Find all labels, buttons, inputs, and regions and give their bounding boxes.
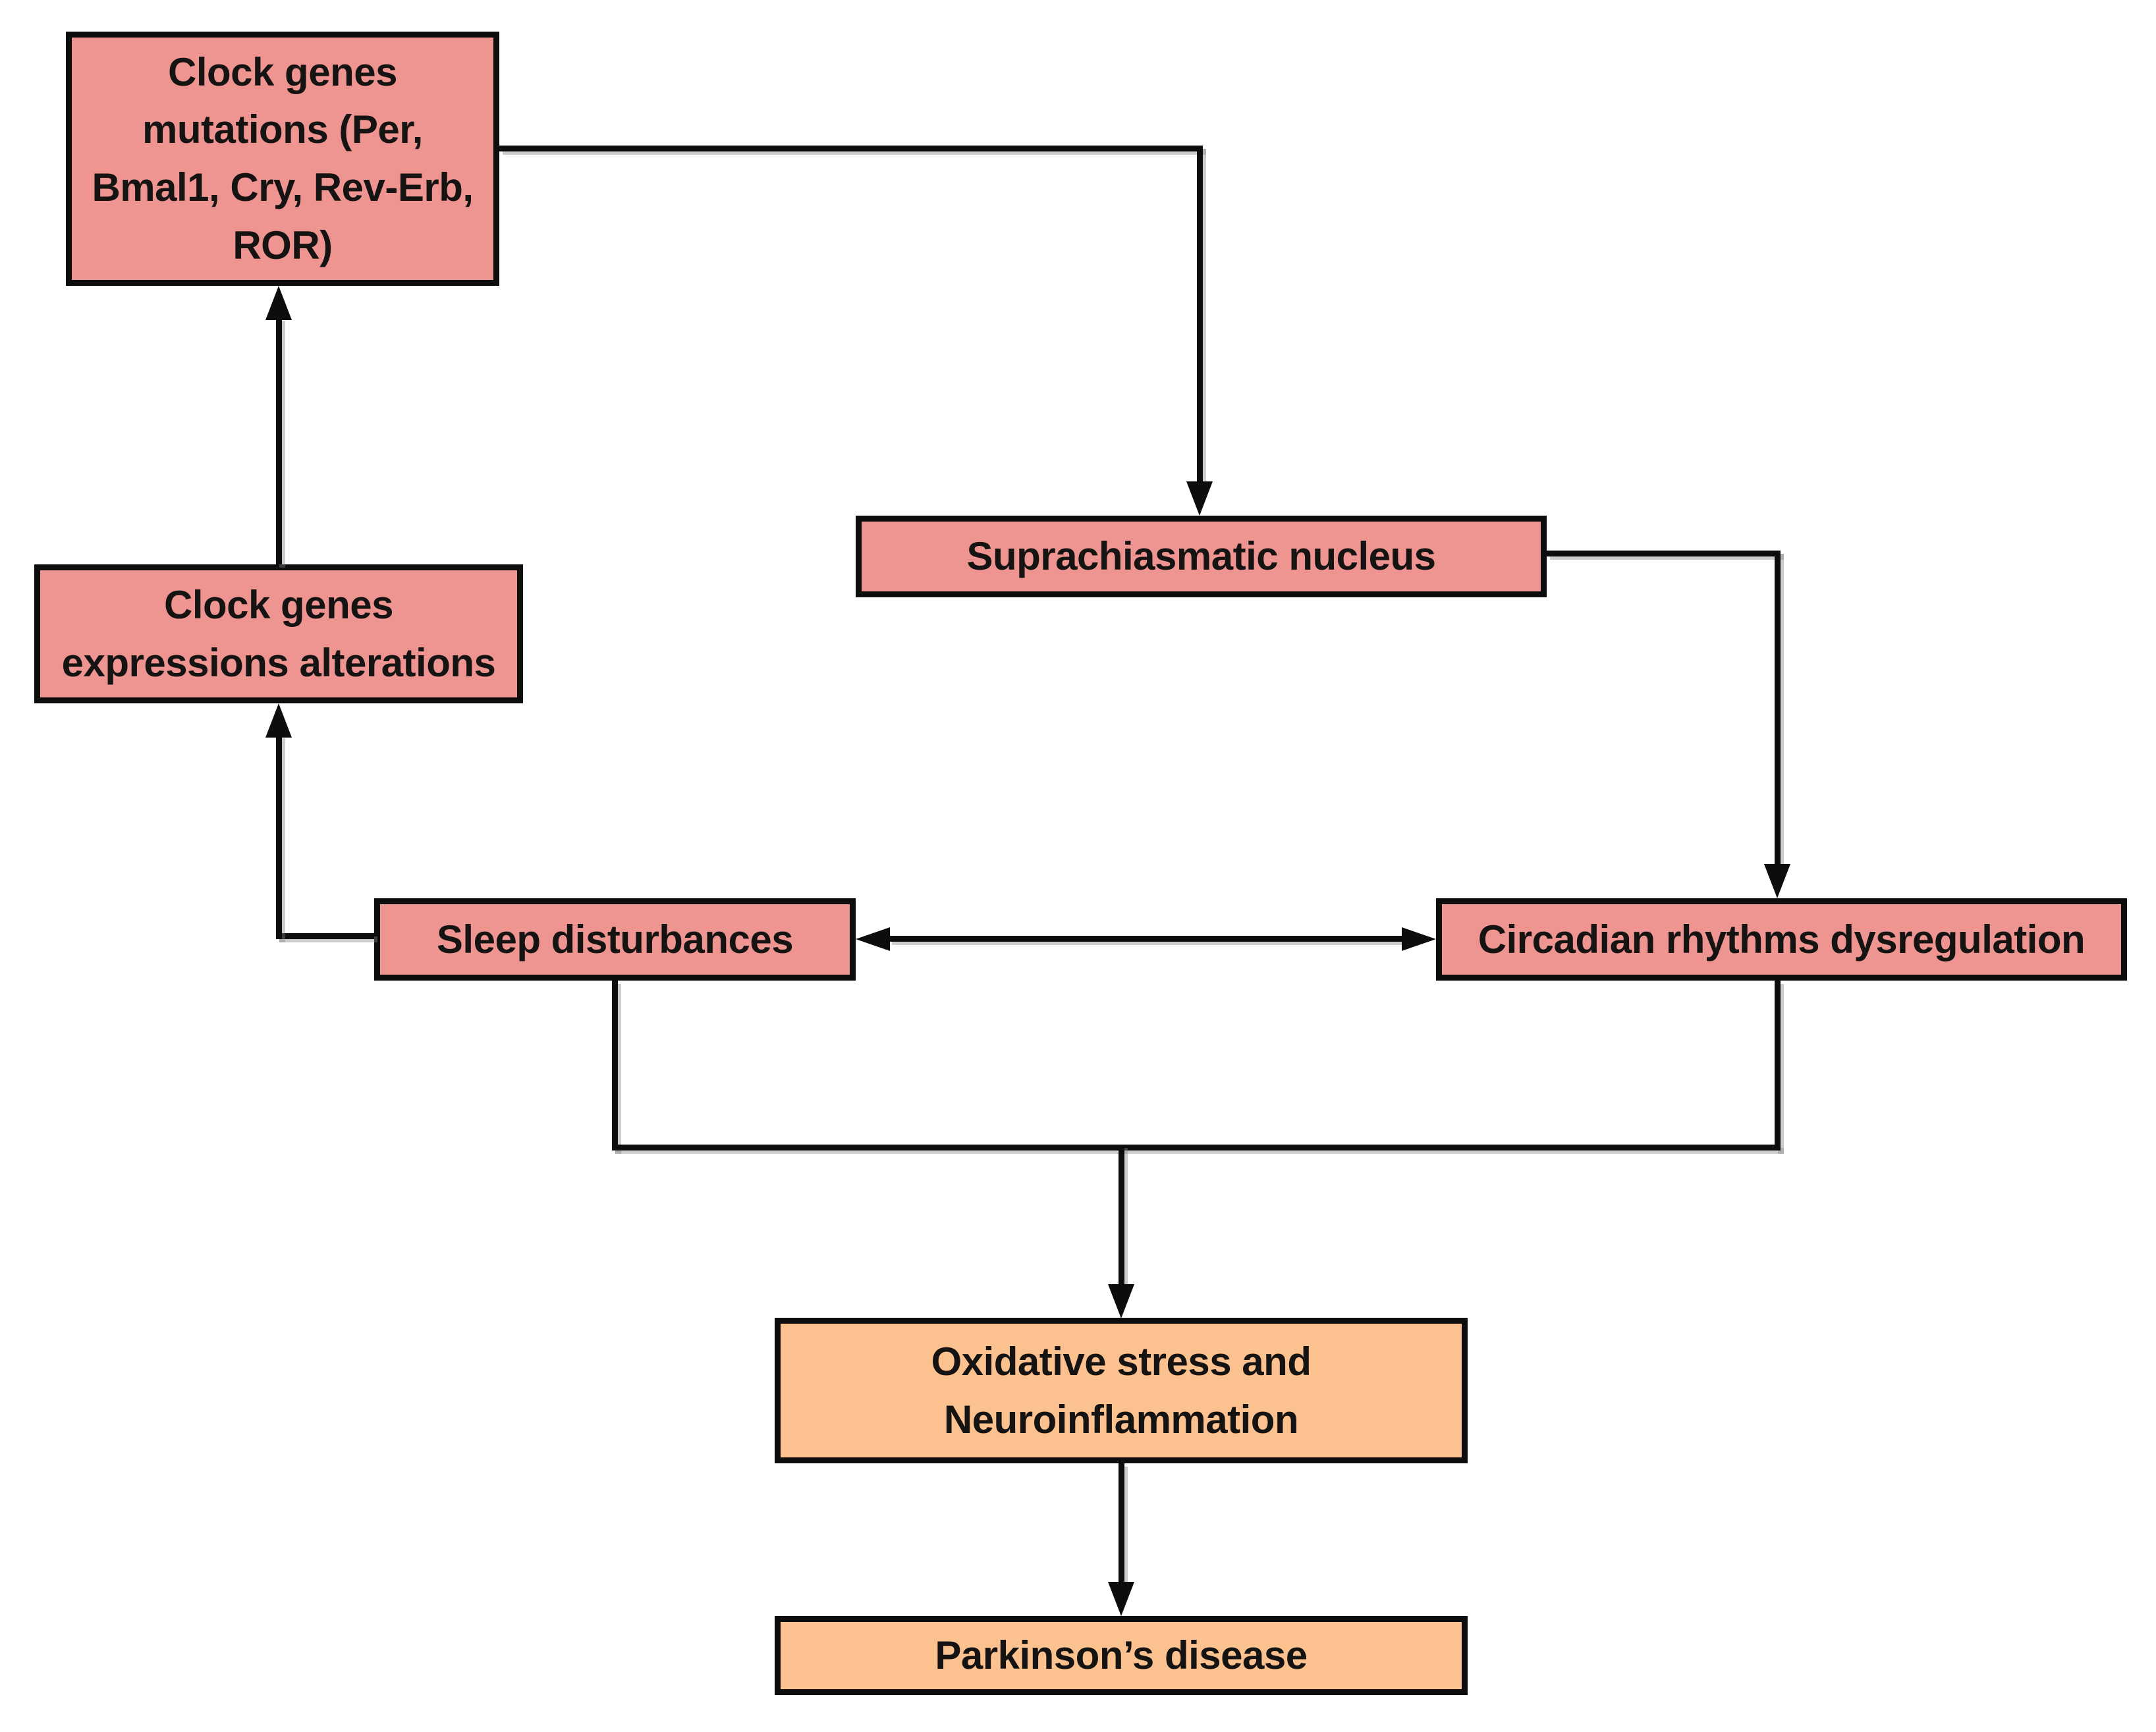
edge-mutations-to-scn-vline [1197, 146, 1203, 483]
arrowhead-into-scn-icon [1186, 481, 1213, 516]
edge-scn-to-circadian-hline [1547, 551, 1781, 556]
node-parkinsons-disease-label: Parkinson’s disease [935, 1633, 1308, 1678]
node-sleep-disturbances: Sleep disturbances [374, 898, 856, 981]
edge-sleep-branch-vline [612, 981, 618, 1150]
node-parkinsons-disease: Parkinson’s disease [775, 1616, 1468, 1695]
edge-expressions-to-mutations-vline [276, 317, 282, 564]
arrowhead-into-mutations-icon [265, 286, 292, 320]
node-circadian-rhythms-dysregulation-label: Circadian rhythms dysregulation [1478, 917, 2086, 961]
node-circadian-rhythms-dysregulation: Circadian rhythms dysregulation [1436, 898, 2127, 981]
node-oxidative-stress-neuroinflammation-label: Oxidative stress and Neuroinflammation [931, 1339, 1312, 1442]
edge-circadian-branch-vline [1775, 981, 1781, 1150]
edge-sleep-circadian-double-line [889, 936, 1404, 942]
arrowhead-into-expressions-icon [265, 703, 292, 738]
node-oxidative-stress-neuroinflammation: Oxidative stress and Neuroinflammation [775, 1318, 1468, 1463]
arrowhead-into-sleep-icon [856, 927, 890, 951]
node-suprachiasmatic-nucleus: Suprachiasmatic nucleus [856, 516, 1547, 597]
node-clock-genes-expressions-alterations-label: Clock genes expressions alterations [61, 582, 496, 685]
arrowhead-into-circadian-side-icon [1402, 927, 1436, 951]
edge-merge-to-oxidative-vline [1119, 1145, 1124, 1286]
edge-scn-to-circadian-vline [1775, 551, 1781, 864]
node-clock-genes-mutations: Clock genes mutations (Per, Bmal1, Cry, … [66, 32, 499, 286]
edge-sleep-to-expressions-hline [276, 933, 374, 939]
arrowhead-into-oxidative-icon [1108, 1284, 1134, 1318]
node-clock-genes-expressions-alterations: Clock genes expressions alterations [34, 564, 523, 703]
node-clock-genes-mutations-label: Clock genes mutations (Per, Bmal1, Cry, … [92, 49, 474, 267]
node-suprachiasmatic-nucleus-label: Suprachiasmatic nucleus [966, 534, 1436, 579]
edge-mutations-to-scn-hline [499, 146, 1203, 151]
edge-sleep-to-expressions-vline [276, 735, 282, 939]
arrowhead-into-circadian-icon [1764, 864, 1790, 898]
arrowhead-into-parkinsons-icon [1108, 1582, 1134, 1616]
edge-merge-hline [612, 1145, 1781, 1150]
node-sleep-disturbances-label: Sleep disturbances [436, 917, 794, 961]
edge-oxidative-to-parkinsons-vline [1119, 1463, 1124, 1584]
